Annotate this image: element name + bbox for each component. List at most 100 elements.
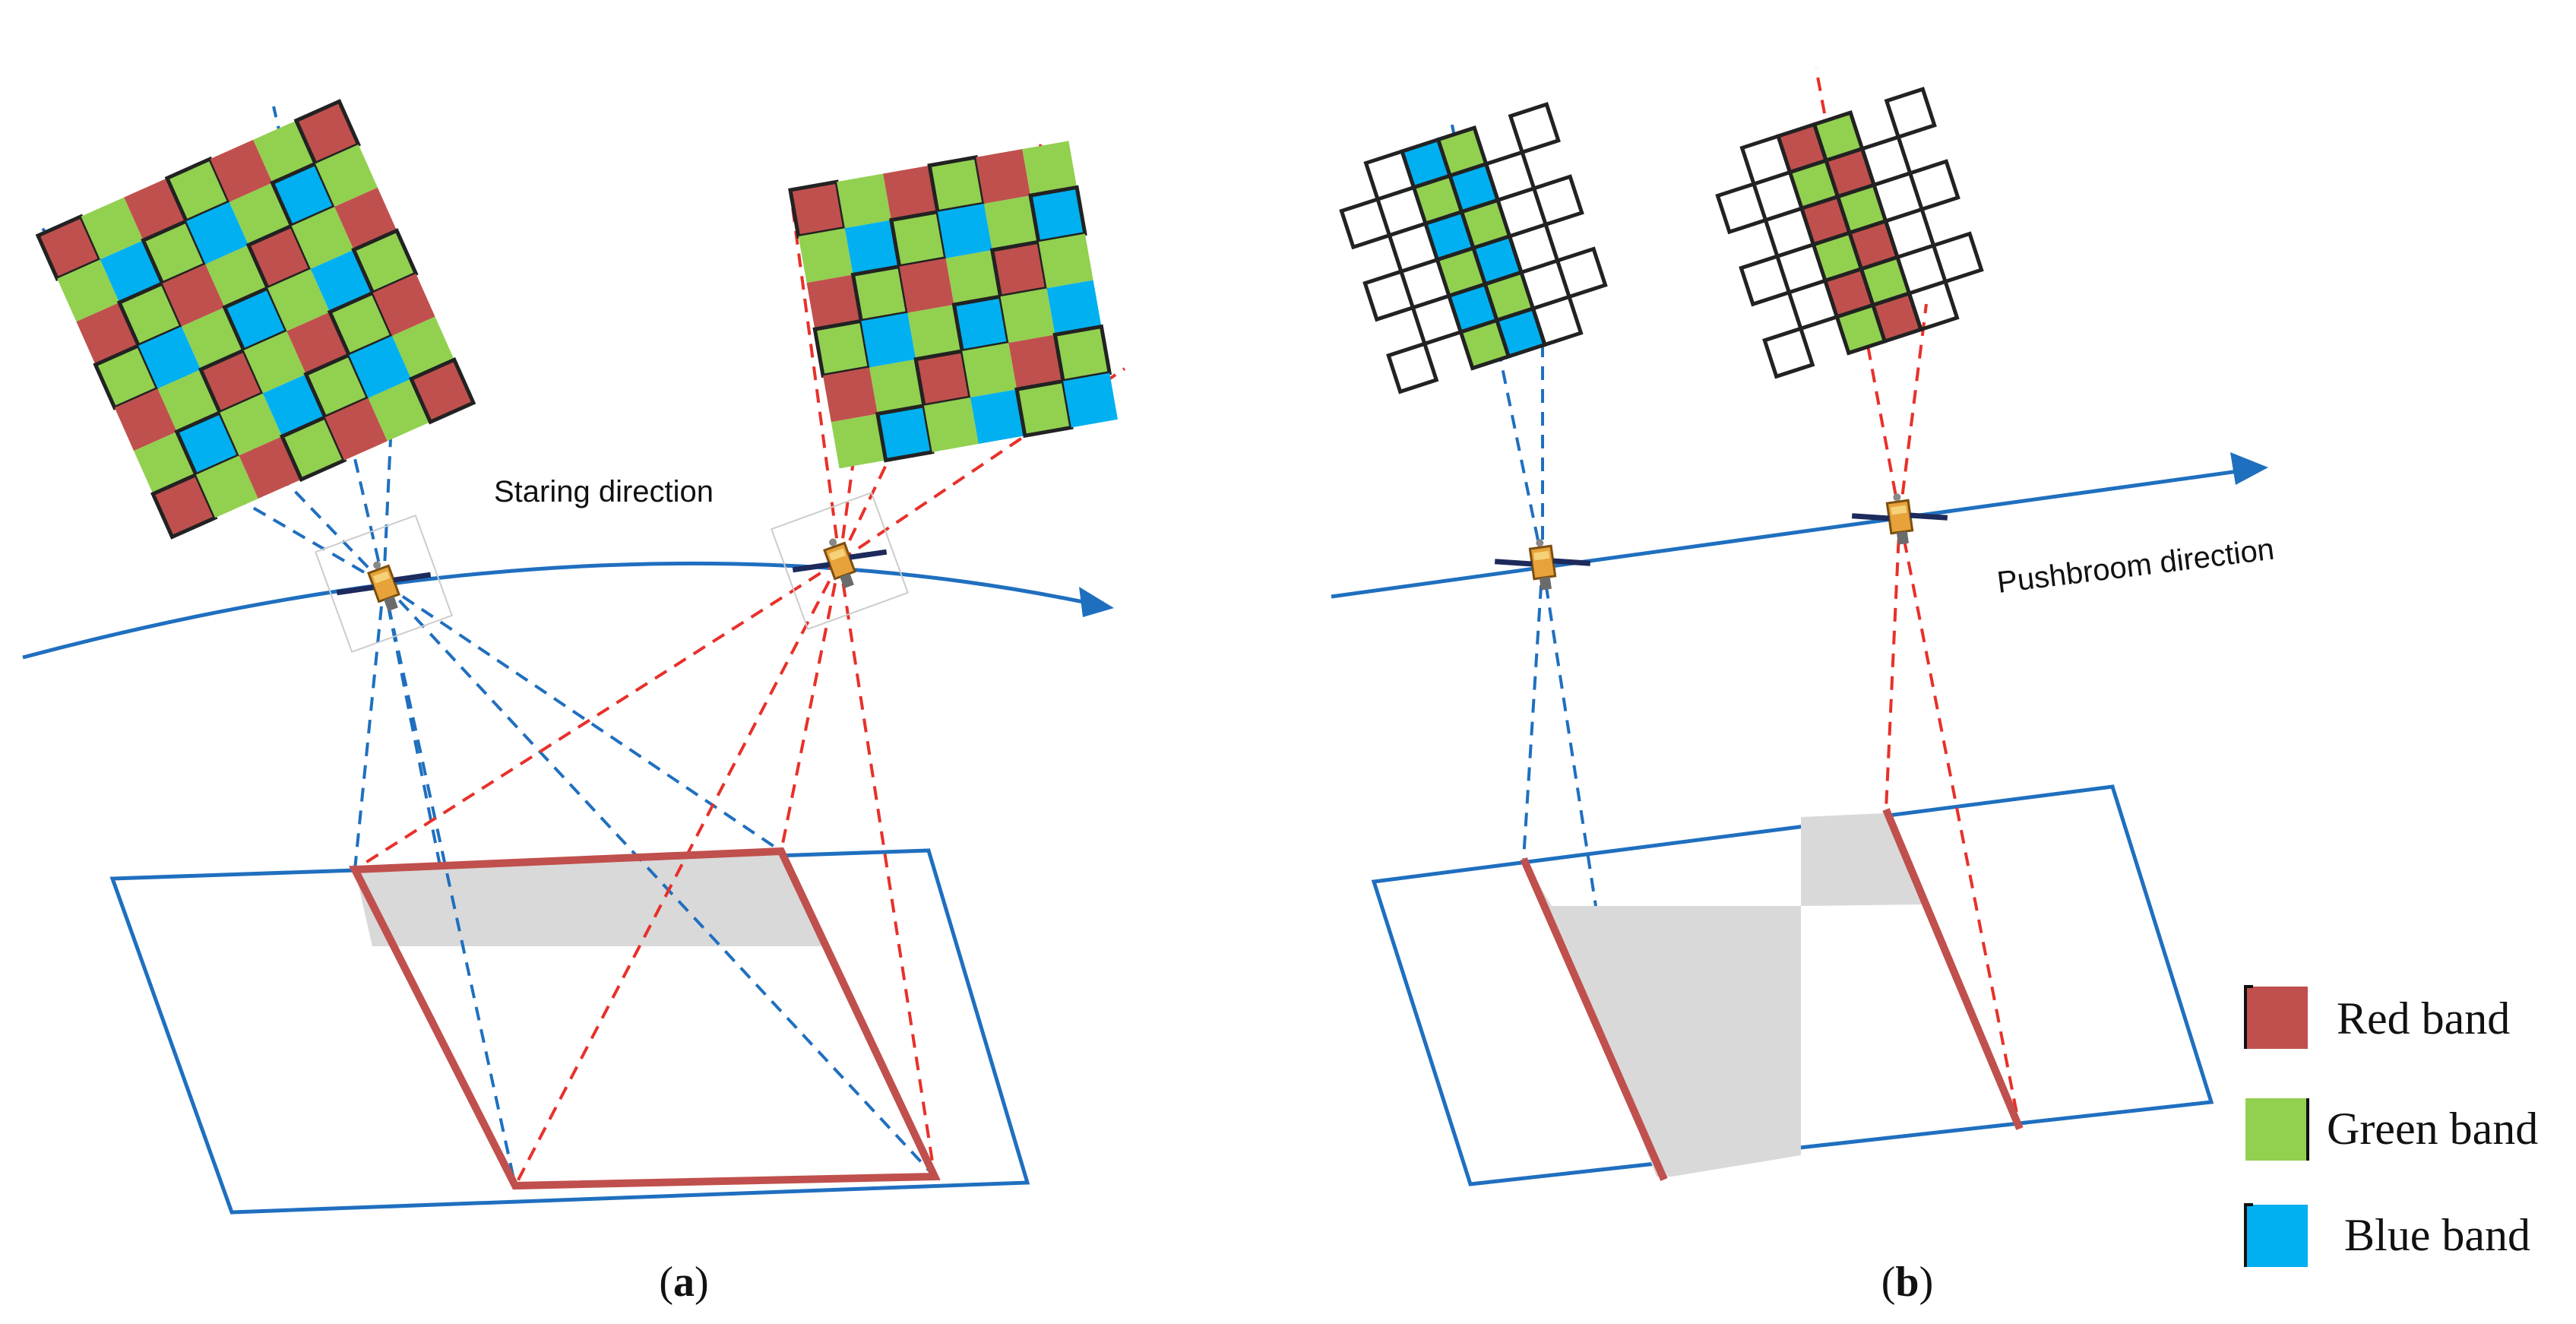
filter-cell xyxy=(989,239,1049,299)
filter-cell xyxy=(888,209,948,269)
panel-b: Pushbroom direction xyxy=(1331,68,2276,1306)
legend-item-red: Red band xyxy=(2244,985,2510,1049)
filter-cell xyxy=(81,197,144,260)
filter-cell xyxy=(372,274,435,336)
satellite-icon xyxy=(1492,533,1593,597)
arrow-head-icon xyxy=(2230,452,2268,485)
satellite-icon xyxy=(770,491,910,631)
filter-cell xyxy=(138,326,201,389)
legend-swatch-blue xyxy=(2245,1205,2308,1267)
staring-direction-label: Staring direction xyxy=(494,475,714,508)
filter-cell xyxy=(983,195,1039,251)
filter-cell xyxy=(334,187,397,250)
orbit-b xyxy=(1331,467,2250,599)
filter-cell xyxy=(1555,246,1608,299)
filter-cell xyxy=(286,312,350,375)
filter-cell xyxy=(291,206,354,269)
filter-cell xyxy=(913,349,973,408)
satellite-icon xyxy=(314,514,454,654)
filter-cell xyxy=(186,201,248,264)
filter-cell xyxy=(976,149,1031,204)
filter-cell xyxy=(195,455,258,518)
filter-cell xyxy=(349,335,412,398)
filter-cell xyxy=(124,178,187,241)
filter-cell xyxy=(812,318,872,379)
filter-cell xyxy=(239,436,302,499)
filter-cell xyxy=(861,312,916,368)
filter-cell xyxy=(923,397,979,452)
panel-label-b: (b) xyxy=(1881,1259,1933,1306)
filter-cell xyxy=(100,240,163,303)
rays-blue-a xyxy=(40,106,936,1186)
filter-cell xyxy=(391,316,454,379)
footprint-left-b xyxy=(1520,857,1668,1182)
filter-cell xyxy=(181,307,244,370)
filter-cell xyxy=(831,413,886,469)
filter-cell xyxy=(1907,279,1960,332)
filter-cell xyxy=(324,398,388,461)
overlap-region-a xyxy=(355,851,823,946)
filter-cell xyxy=(1530,294,1584,347)
filter-cell xyxy=(134,431,196,494)
svg-text:Green band: Green band xyxy=(2327,1104,2538,1154)
filter-cell xyxy=(1507,222,1560,275)
cfa-grid-left-b xyxy=(1339,102,1608,394)
filter-cell xyxy=(1931,231,1984,284)
panel-label-a: (a) xyxy=(659,1259,708,1306)
filter-cell xyxy=(937,203,992,258)
filter-cell xyxy=(1508,102,1561,155)
filter-cell xyxy=(57,259,120,322)
shaded-region-b2 xyxy=(1801,813,1923,906)
filter-cell xyxy=(970,389,1025,445)
svg-text:Red band: Red band xyxy=(2337,993,2510,1044)
filter-cell xyxy=(945,250,1001,305)
filter-cell xyxy=(798,228,853,283)
filter-cell xyxy=(1883,207,1936,260)
filter-cell xyxy=(1739,254,1792,307)
legend-item-blue: Blue band xyxy=(2244,1203,2530,1267)
filter-cell xyxy=(837,173,891,229)
orbit-a xyxy=(22,561,1095,660)
filter-cell xyxy=(205,245,268,308)
legend-swatch-red xyxy=(2245,987,2308,1049)
filter-cell xyxy=(1859,135,1913,188)
filter-cell xyxy=(850,264,910,324)
filter-cell xyxy=(229,182,292,245)
legend-swatch-green xyxy=(2245,1098,2308,1161)
filter-cell xyxy=(844,220,900,275)
filter-cell xyxy=(1038,233,1093,289)
filter-cell xyxy=(351,228,419,296)
filter-cell xyxy=(263,374,325,437)
legend: Red band Green band Blue band xyxy=(2244,985,2538,1267)
filter-cell xyxy=(150,472,218,540)
footprint-right-b xyxy=(1882,808,2024,1130)
filter-cell xyxy=(806,274,862,330)
filter-cell xyxy=(174,410,242,477)
filter-cell xyxy=(210,139,273,202)
filter-cell xyxy=(243,331,306,394)
filter-cell xyxy=(1762,326,1815,379)
filter-cell xyxy=(1022,141,1078,196)
panel-a: Staring direction xyxy=(22,99,1126,1306)
filter-cell xyxy=(293,99,361,166)
filter-cell xyxy=(869,359,924,414)
filter-cell xyxy=(368,379,431,442)
satellite-icon xyxy=(1850,487,1950,551)
filter-cell xyxy=(315,144,378,207)
filter-cell xyxy=(1008,334,1064,390)
filter-cell xyxy=(951,294,1011,353)
filter-cell xyxy=(114,388,177,451)
filter-cell xyxy=(788,179,847,239)
arrow-head-icon xyxy=(1079,587,1114,617)
filter-cell xyxy=(907,304,963,360)
filter-cell xyxy=(883,165,938,220)
filter-cell xyxy=(875,403,935,463)
filter-cell xyxy=(1386,341,1439,394)
filter-cell xyxy=(1362,269,1416,322)
filter-cell xyxy=(1046,280,1102,335)
filter-cell xyxy=(267,268,331,331)
filter-cell xyxy=(1531,174,1584,227)
filter-cell xyxy=(823,367,878,423)
filter-cell xyxy=(1052,324,1112,384)
